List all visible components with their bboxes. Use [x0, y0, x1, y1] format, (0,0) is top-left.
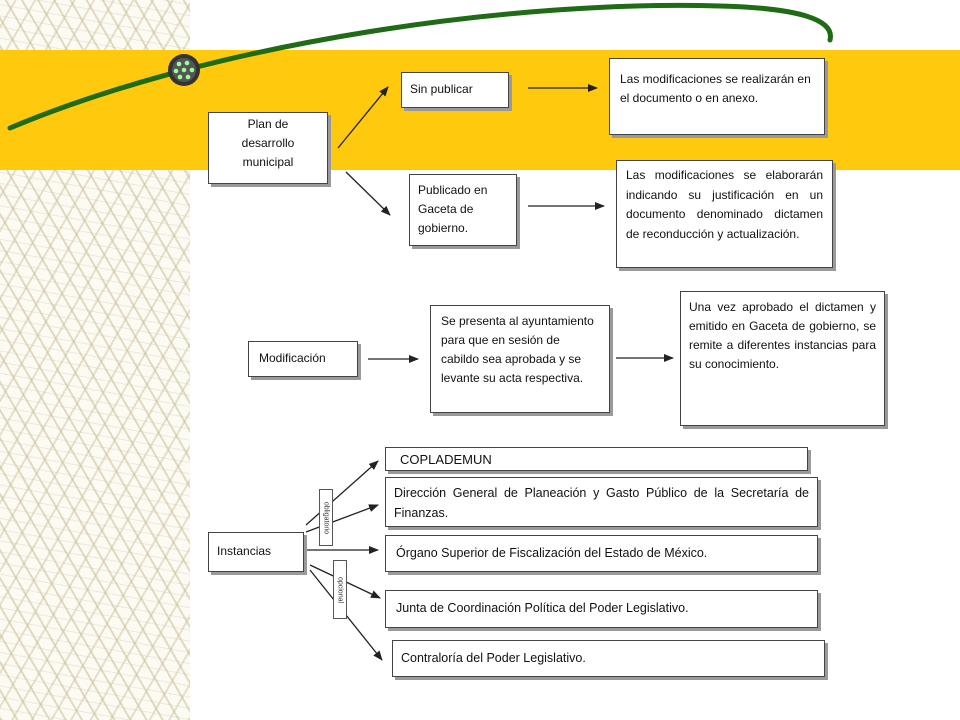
green-swoosh — [7, 2, 833, 131]
obligatorio-label: obligatorio — [319, 489, 333, 546]
instancias-box: Instancias — [208, 532, 304, 572]
arrow-plan-sin-publicar — [337, 86, 389, 149]
arrow-to-copladem — [305, 460, 379, 526]
contraloria-box: Contraloría del Poder Legislativo. — [392, 640, 825, 677]
arrow-to-direccion — [305, 504, 379, 533]
publicado-box: Publicado en Gaceta de gobierno. — [409, 174, 517, 246]
arrow-plan-publicado — [345, 171, 391, 216]
presenta-box: Se presenta al ayuntamiento para que en … — [430, 305, 610, 413]
sin-publicar-result-box: Las modificaciones se realizarán en el d… — [609, 58, 825, 135]
copladem-box: COPLADEMUN — [385, 447, 808, 471]
direccion-box: Dirección General de Planeación y Gasto … — [385, 477, 818, 527]
obligatorio-text: obligatorio — [322, 501, 330, 534]
junta-box: Junta de Coordinación Política del Poder… — [385, 590, 818, 628]
modificacion-box: Modificación — [248, 341, 358, 377]
logo-icon — [168, 54, 200, 86]
opcional-text: opcional — [336, 576, 344, 603]
plan-box: Plan de desarrollo municipal — [208, 112, 328, 184]
sin-publicar-box: Sin publicar — [401, 72, 509, 108]
aprobado-box: Una vez aprobado el dictamen y emitido e… — [680, 291, 885, 426]
opcional-label: opcional — [333, 560, 347, 619]
publicado-result-box: Las modificaciones se elaborarán indican… — [616, 160, 833, 268]
organo-box: Órgano Superior de Fiscalización del Est… — [385, 535, 818, 572]
